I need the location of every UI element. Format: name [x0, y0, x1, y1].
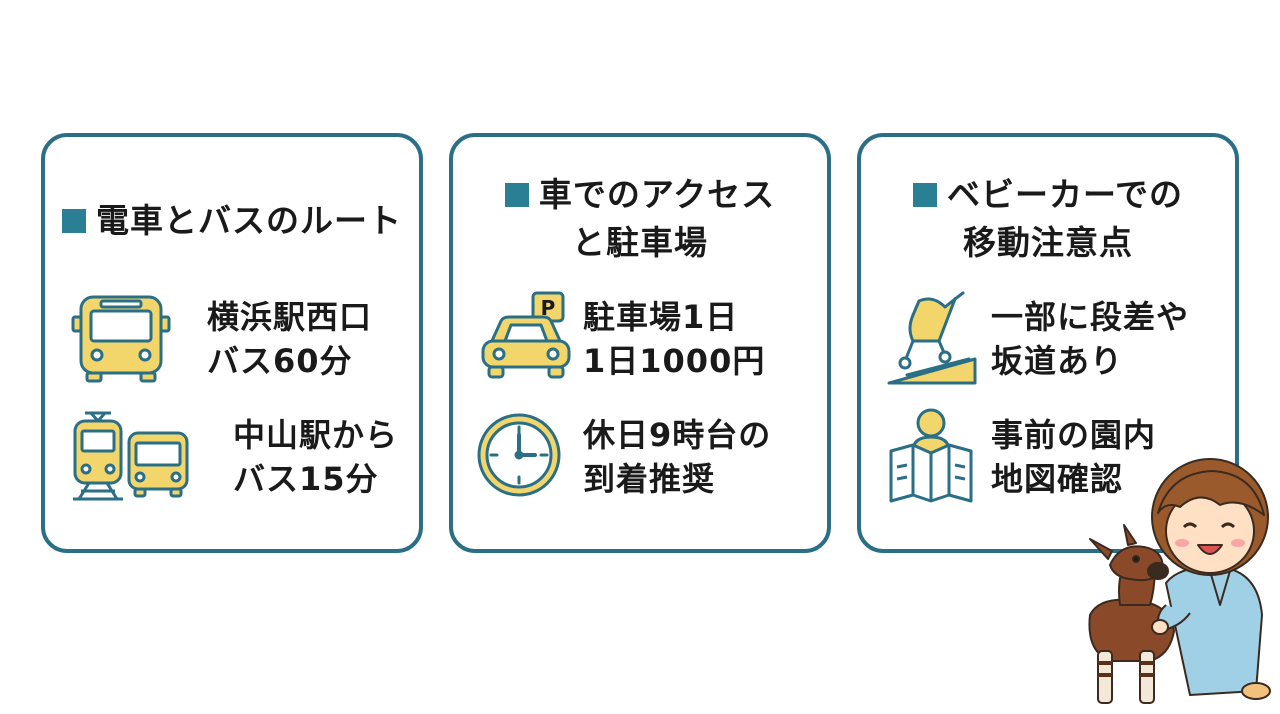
bus-icon — [71, 295, 171, 383]
route-line-1: 横浜駅西口 — [207, 298, 373, 336]
card-title: 電車とバスのルート — [45, 197, 419, 245]
map-line-1: 事前の園内 — [991, 416, 1157, 454]
slope-line-2: 坂道あり — [991, 342, 1124, 380]
route-line-2: バス60分 — [207, 342, 353, 380]
parking-item: P 駐車場1日 1日1000円 — [475, 289, 815, 389]
card-title: 車でのアクセス と駐車場 — [453, 171, 827, 267]
car-parking-icon: P — [481, 291, 571, 379]
route-item-nakayama: 中山駅から バス15分 — [67, 407, 407, 507]
slope-item: 一部に段差や 坂道あり — [883, 289, 1223, 389]
square-bullet-icon — [62, 209, 86, 233]
train-and-bus-icon — [73, 411, 189, 501]
map-line-2: 地図確認 — [991, 460, 1124, 498]
parking-line-1: 駐車場1日 — [583, 298, 739, 336]
map-item: 事前の園内 地図確認 — [883, 407, 1223, 507]
stroller-slope-icon — [887, 291, 977, 385]
girl-with-okapi-mascot — [1088, 458, 1271, 704]
route-line-2: バス15分 — [233, 460, 379, 498]
square-bullet-icon — [504, 183, 529, 207]
square-bullet-icon — [912, 183, 937, 207]
car-access-card: 車でのアクセス と駐車場 P 駐車場1日 1日1000円 — [449, 133, 831, 553]
card-title: ベビーカーでの 移動注意点 — [861, 171, 1235, 267]
arrival-item: 休日9時台の 到着推奨 — [475, 407, 815, 507]
train-bus-card: 電車とバスのルート 横浜駅西口 バス60分 — [41, 133, 423, 553]
slope-line-1: 一部に段差や — [991, 298, 1190, 336]
person-map-icon — [889, 408, 973, 503]
arrival-line-1: 休日9時台の — [583, 416, 772, 454]
arrival-line-2: 到着推奨 — [583, 460, 716, 498]
route-item-yokohama: 横浜駅西口 バス60分 — [67, 289, 407, 389]
route-line-1: 中山駅から — [233, 416, 399, 454]
parking-badge-text: P — [541, 296, 556, 320]
parking-line-2: 1日1000円 — [583, 342, 766, 380]
clock-icon — [477, 413, 561, 497]
